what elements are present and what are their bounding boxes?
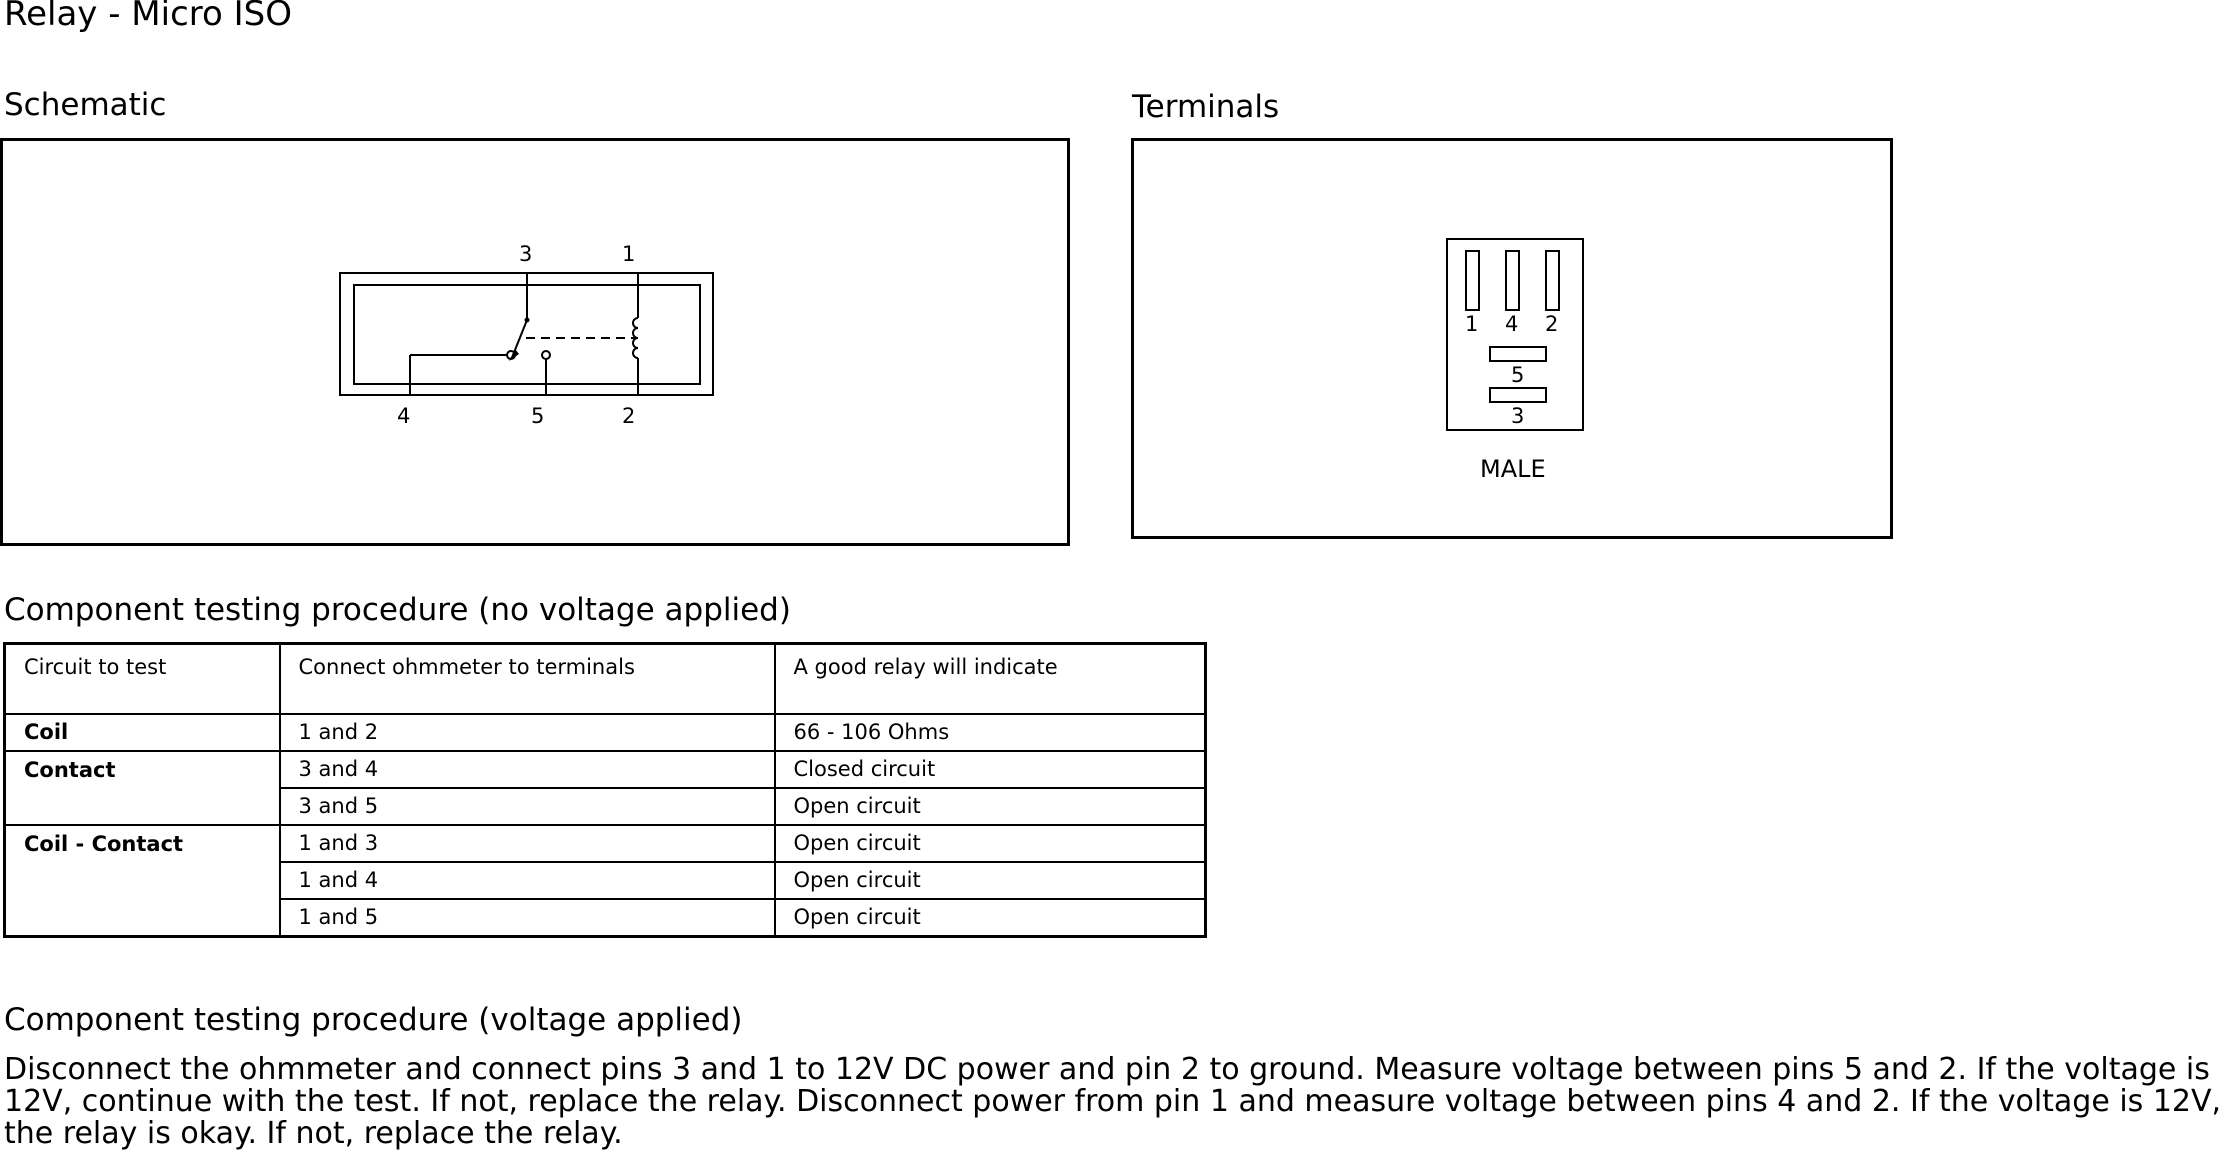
voltage-heading: Component testing procedure (voltage app… bbox=[4, 1002, 743, 1038]
result-cell: Open circuit bbox=[773, 860, 1206, 899]
terminals-panel: 1 4 2 5 3 MALE bbox=[1131, 138, 1893, 539]
terminal-label-1: 1 bbox=[1465, 312, 1478, 336]
terminal-label-2: 2 bbox=[1545, 312, 1558, 336]
table-row: 3 and 5 Open circuit bbox=[5, 786, 1206, 825]
connector-gender-caption: MALE bbox=[1480, 455, 1546, 483]
circuit-cell: Coil - Contact bbox=[4, 823, 280, 862]
terminal-blade-2 bbox=[1545, 250, 1560, 311]
terminal-blade-5 bbox=[1489, 346, 1547, 362]
terminals-cell: 1 and 2 bbox=[278, 712, 775, 751]
result-cell: Open circuit bbox=[773, 786, 1206, 825]
relay-schematic-diagram: 3 1 4 5 2 bbox=[339, 242, 714, 428]
circuit-cell: Contact bbox=[4, 749, 280, 788]
terminal-label-4: 4 bbox=[1505, 312, 1518, 336]
circuit-cell: Coil bbox=[4, 712, 280, 751]
pin-label-2: 2 bbox=[622, 404, 635, 428]
table-header-row: Circuit to test Connect ohmmeter to term… bbox=[4, 642, 1206, 714]
procedure-line: Disconnect the ohmmeter and connect pins… bbox=[4, 1052, 2210, 1087]
circuit-cell bbox=[5, 862, 280, 899]
switch-arm bbox=[512, 319, 528, 356]
header-result: A good relay will indicate bbox=[773, 642, 1206, 714]
schematic-panel: 3 1 4 5 2 bbox=[0, 138, 1070, 546]
table-row: 1 and 5 Open circuit bbox=[5, 897, 1206, 937]
pin-label-1: 1 bbox=[622, 242, 635, 266]
relay-terminal-diagram: 1 4 2 5 3 MALE bbox=[1446, 238, 1584, 483]
circuit-cell bbox=[5, 899, 280, 937]
table-row: Coil 1 and 2 66 - 106 Ohms bbox=[4, 712, 1206, 751]
voltage-procedure-text: Disconnect the ohmmeter and connect pins… bbox=[4, 1052, 2221, 1151]
terminal-blade-4 bbox=[1505, 250, 1520, 311]
terminals-cell: 1 and 4 bbox=[278, 860, 775, 899]
schematic-heading: Schematic bbox=[4, 87, 167, 123]
result-cell: Open circuit bbox=[773, 823, 1206, 862]
header-circuit: Circuit to test bbox=[4, 642, 280, 714]
result-cell: Closed circuit bbox=[773, 749, 1206, 788]
ohmmeter-test-table: Circuit to test Connect ohmmeter to term… bbox=[3, 642, 1207, 938]
no-contact bbox=[541, 350, 551, 360]
result-cell: Open circuit bbox=[773, 897, 1206, 936]
result-cell: 66 - 106 Ohms bbox=[773, 712, 1206, 751]
circuit-cell bbox=[5, 788, 280, 825]
terminal-label-5: 5 bbox=[1511, 363, 1524, 387]
terminals-cell: 3 and 4 bbox=[278, 749, 775, 788]
terminals-cell: 3 and 5 bbox=[278, 786, 775, 825]
pin-label-3: 3 bbox=[519, 242, 532, 266]
coil-winding bbox=[632, 317, 639, 359]
terminal-label-3: 3 bbox=[1511, 404, 1524, 428]
terminal-blade-3 bbox=[1489, 387, 1547, 403]
terminals-cell: 1 and 3 bbox=[278, 823, 775, 862]
table-row: 1 and 4 Open circuit bbox=[5, 860, 1206, 899]
procedure-line: the relay is okay. If not, replace the r… bbox=[4, 1116, 623, 1151]
table-row: Contact 3 and 4 Closed circuit bbox=[4, 749, 1206, 788]
page-title: Relay - Micro ISO bbox=[4, 0, 292, 34]
header-terminals: Connect ohmmeter to terminals bbox=[278, 642, 775, 714]
terminals-heading: Terminals bbox=[1132, 89, 1280, 125]
terminals-cell: 1 and 5 bbox=[278, 897, 775, 936]
no-voltage-heading: Component testing procedure (no voltage … bbox=[4, 592, 791, 628]
terminal-blade-1 bbox=[1465, 250, 1480, 311]
pin-label-4: 4 bbox=[397, 404, 410, 428]
relay-connector-body bbox=[1446, 238, 1584, 431]
pin-label-5: 5 bbox=[531, 404, 544, 428]
table-row: Coil - Contact 1 and 3 Open circuit bbox=[4, 823, 1206, 862]
procedure-line: 12V, continue with the test. If not, rep… bbox=[4, 1084, 2221, 1119]
